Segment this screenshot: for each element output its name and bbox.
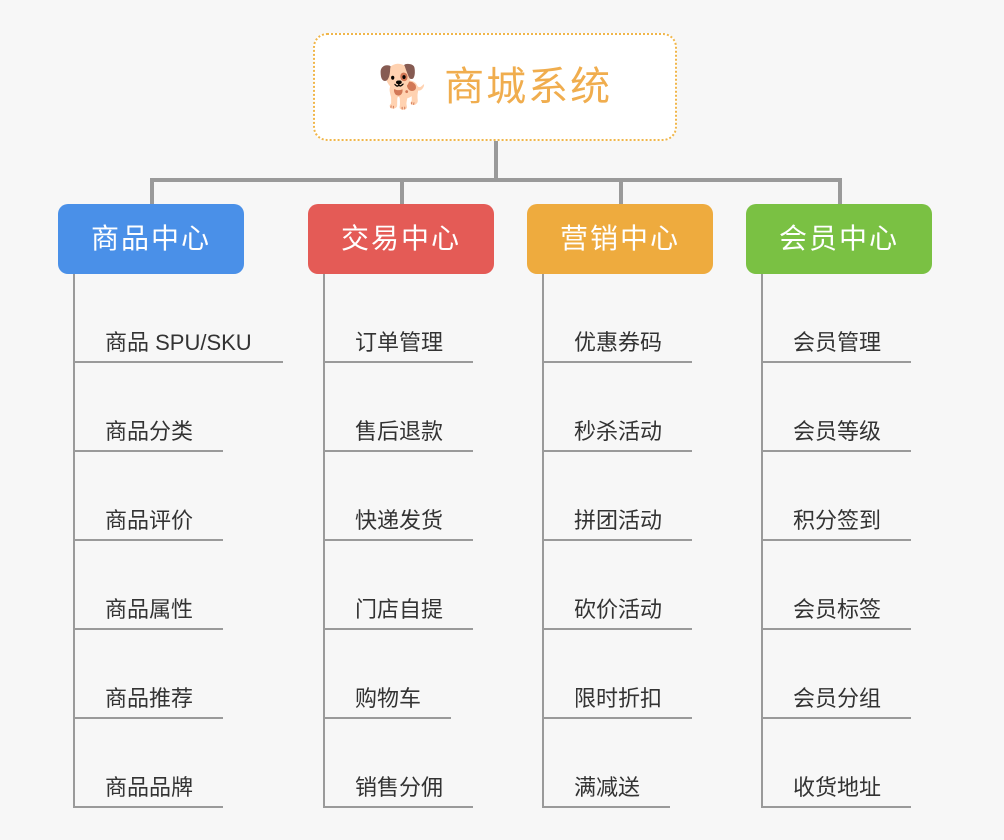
list-item[interactable]: 秒杀活动	[544, 363, 713, 452]
list-item[interactable]: 商品属性	[75, 541, 244, 630]
leaf-underline	[763, 539, 911, 541]
list-item-label: 优惠券码	[574, 330, 663, 355]
list-item-label: 商品推荐	[105, 686, 194, 711]
list-item-label: 商品分类	[105, 419, 194, 444]
category-label-member-center: 会员中心	[778, 223, 899, 254]
leaf-underline	[325, 539, 473, 541]
category-box-marketing-center[interactable]: 营销中心	[527, 204, 713, 274]
list-item[interactable]: 售后退款	[325, 363, 494, 452]
leaf-underline	[75, 450, 223, 452]
list-item-label: 秒杀活动	[574, 419, 663, 444]
leaf-underline	[75, 806, 223, 808]
connector-root-stem	[494, 141, 498, 181]
list-item[interactable]: 会员分组	[763, 630, 932, 719]
list-item-label: 会员分组	[793, 686, 882, 711]
connector-drop-member-center	[838, 178, 842, 204]
list-item[interactable]: 商品分类	[75, 363, 244, 452]
category-box-member-center[interactable]: 会员中心	[746, 204, 932, 274]
leaf-underline	[544, 717, 692, 719]
root-node-title: 商城系统	[444, 65, 613, 109]
list-item[interactable]: 会员管理	[763, 274, 932, 363]
leaf-underline	[763, 628, 911, 630]
column-product-center: 商品中心 商品 SPU/SKU 商品分类 商品评价 商品属性 商品推荐	[58, 204, 283, 808]
list-item[interactable]: 限时折扣	[544, 630, 713, 719]
leaf-underline	[544, 806, 670, 808]
shiba-dog-face-icon: 🐕	[377, 63, 431, 110]
list-item[interactable]: 商品推荐	[75, 630, 244, 719]
list-item[interactable]: 拼团活动	[544, 452, 713, 541]
list-item-label: 订单管理	[355, 330, 444, 355]
list-item-label: 满减送	[574, 775, 641, 800]
list-item-label: 销售分佣	[355, 775, 444, 800]
leaf-underline	[325, 628, 473, 630]
leaf-underline	[763, 361, 911, 363]
list-item[interactable]: 会员等级	[763, 363, 932, 452]
list-item-label: 购物车	[355, 686, 422, 711]
leaf-underline	[325, 717, 451, 719]
list-item[interactable]: 门店自提	[325, 541, 494, 630]
list-item-label: 积分签到	[793, 508, 882, 533]
list-item[interactable]: 砍价活动	[544, 541, 713, 630]
list-item[interactable]: 购物车	[325, 630, 494, 719]
leaf-underline	[763, 717, 911, 719]
leaf-underline	[763, 450, 911, 452]
leaf-group-trade-center: 订单管理 售后退款 快递发货 门店自提 购物车 销售分佣	[323, 274, 494, 808]
connector-drop-marketing-center	[619, 178, 623, 204]
leaf-underline	[325, 806, 473, 808]
root-node-shopping-mall-system[interactable]: 🐕 商城系统	[313, 33, 677, 141]
category-label-trade-center: 交易中心	[340, 223, 461, 254]
category-box-trade-center[interactable]: 交易中心	[308, 204, 494, 274]
category-box-product-center[interactable]: 商品中心	[58, 204, 244, 274]
list-item-label: 会员标签	[793, 597, 882, 622]
list-item[interactable]: 商品评价	[75, 452, 244, 541]
list-item-label: 会员等级	[793, 419, 882, 444]
connector-drop-product-center	[150, 178, 154, 204]
list-item[interactable]: 商品品牌	[75, 719, 244, 808]
list-item-label: 快递发货	[355, 508, 444, 533]
leaf-underline	[544, 628, 692, 630]
list-item-label: 限时折扣	[574, 686, 663, 711]
list-item-label: 商品评价	[105, 508, 194, 533]
leaf-underline	[544, 361, 692, 363]
list-item[interactable]: 收货地址	[763, 719, 932, 808]
list-item-label: 商品 SPU/SKU	[105, 330, 252, 355]
leaf-group-product-center: 商品 SPU/SKU 商品分类 商品评价 商品属性 商品推荐 商品品牌	[73, 274, 283, 808]
leaf-group-member-center: 会员管理 会员等级 积分签到 会员标签 会员分组 收货地址	[761, 274, 932, 808]
list-item-label: 售后退款	[355, 419, 444, 444]
leaf-underline	[75, 361, 283, 363]
category-label-product-center: 商品中心	[90, 223, 211, 254]
list-item[interactable]: 优惠券码	[544, 274, 713, 363]
leaf-underline	[544, 450, 692, 452]
list-item-label: 会员管理	[793, 330, 882, 355]
category-label-marketing-center: 营销中心	[559, 223, 680, 254]
leaf-underline	[75, 717, 223, 719]
connector-horizontal-bus	[150, 178, 840, 182]
list-item[interactable]: 订单管理	[325, 274, 494, 363]
column-member-center: 会员中心 会员管理 会员等级 积分签到 会员标签 会员分组	[746, 204, 932, 808]
list-item[interactable]: 会员标签	[763, 541, 932, 630]
leaf-underline	[325, 450, 473, 452]
list-item[interactable]: 商品 SPU/SKU	[75, 274, 283, 363]
list-item-label: 商品属性	[105, 597, 194, 622]
list-item-label: 拼团活动	[574, 508, 663, 533]
leaf-underline	[75, 628, 223, 630]
list-item-label: 收货地址	[793, 775, 882, 800]
list-item-label: 砍价活动	[574, 597, 663, 622]
leaf-underline	[763, 806, 911, 808]
list-item[interactable]: 积分签到	[763, 452, 932, 541]
connector-drop-trade-center	[400, 178, 404, 204]
list-item[interactable]: 销售分佣	[325, 719, 494, 808]
list-item-label: 商品品牌	[105, 775, 194, 800]
leaf-group-marketing-center: 优惠券码 秒杀活动 拼团活动 砍价活动 限时折扣 满减送	[542, 274, 713, 808]
column-marketing-center: 营销中心 优惠券码 秒杀活动 拼团活动 砍价活动 限时折扣	[527, 204, 713, 808]
leaf-underline	[75, 539, 223, 541]
leaf-underline	[544, 539, 692, 541]
column-trade-center: 交易中心 订单管理 售后退款 快递发货 门店自提 购物车	[308, 204, 494, 808]
list-item[interactable]: 快递发货	[325, 452, 494, 541]
leaf-underline	[325, 361, 473, 363]
list-item[interactable]: 满减送	[544, 719, 713, 808]
list-item-label: 门店自提	[355, 597, 444, 622]
